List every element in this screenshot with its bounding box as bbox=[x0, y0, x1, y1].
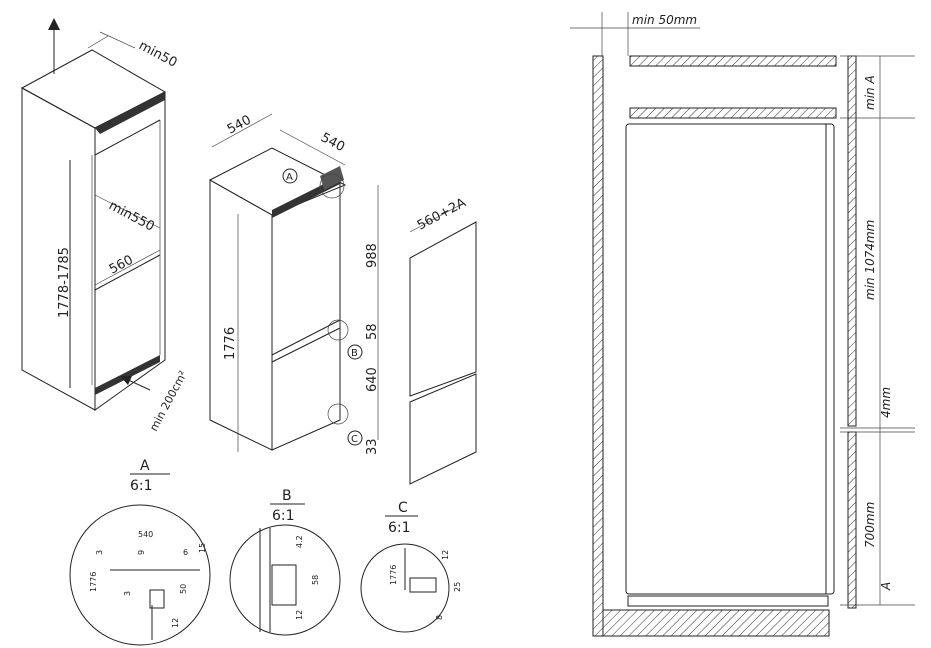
svg-text:4.2: 4.2 bbox=[295, 535, 304, 548]
section-700: 700mm bbox=[863, 502, 877, 548]
gap-label: 58 bbox=[365, 323, 380, 340]
svg-text:15: 15 bbox=[198, 543, 207, 553]
vent-label: min 200cm² bbox=[147, 369, 190, 434]
svg-text:12: 12 bbox=[441, 550, 450, 560]
svg-text:9: 9 bbox=[137, 550, 146, 555]
niche-height-label: 1778-1785 bbox=[57, 247, 72, 318]
min50-label: min50 bbox=[136, 38, 179, 71]
svg-text:12: 12 bbox=[295, 610, 304, 620]
base-label: 33 bbox=[365, 438, 380, 455]
svg-text:540: 540 bbox=[138, 530, 153, 539]
detail-a-scale: 6:1 bbox=[130, 478, 153, 494]
fridge-unit-drawing: 540 540 1776 988 58 640 33 A B C bbox=[208, 113, 380, 455]
svg-text:1776: 1776 bbox=[389, 565, 398, 585]
unit-depth-label: 540 bbox=[318, 130, 347, 155]
svg-text:B: B bbox=[282, 488, 292, 504]
section-view: min 50mm min A min 1074mm 4mm 700mm A bbox=[570, 12, 915, 637]
upper-height-label: 988 bbox=[365, 243, 380, 268]
niche-drawing: min50 1778-1785 min550 560 min 200cm² bbox=[20, 18, 190, 434]
svg-text:58: 58 bbox=[311, 575, 320, 585]
svg-text:C: C bbox=[398, 500, 408, 516]
section-min-50: min 50mm bbox=[632, 13, 697, 27]
detail-b: B 6:1 4.2 58 12 bbox=[229, 488, 341, 636]
detail-a: A 6:1 540 3 9 6 15 1776 3 50 12 bbox=[69, 458, 211, 646]
section-min-1074: min 1074mm bbox=[863, 220, 877, 300]
svg-text:12: 12 bbox=[171, 618, 180, 628]
section-min-a: min A bbox=[863, 75, 877, 110]
callout-a-letter: A bbox=[286, 172, 293, 183]
svg-text:6:1: 6:1 bbox=[272, 508, 295, 524]
svg-text:3: 3 bbox=[123, 591, 132, 596]
unit-height-label: 1776 bbox=[223, 327, 238, 360]
svg-text:3: 3 bbox=[95, 550, 104, 555]
unit-width-label: 540 bbox=[225, 113, 254, 138]
callout-c-letter: C bbox=[351, 434, 358, 445]
door-width-label: 560+2A bbox=[415, 195, 469, 233]
section-4mm: 4mm bbox=[879, 387, 893, 418]
section-a: A bbox=[879, 582, 893, 591]
lower-height-label: 640 bbox=[365, 367, 380, 392]
svg-text:8: 8 bbox=[435, 615, 444, 620]
door-panel-drawing: 560+2A bbox=[409, 195, 477, 485]
svg-text:25: 25 bbox=[453, 582, 462, 592]
detail-c: C 6:1 12 1776 25 8 bbox=[360, 500, 462, 633]
svg-text:1776: 1776 bbox=[89, 572, 98, 592]
detail-a-title: A bbox=[140, 458, 150, 474]
svg-text:50: 50 bbox=[179, 584, 188, 594]
svg-text:6: 6 bbox=[183, 548, 188, 557]
niche-width-label: 560 bbox=[107, 253, 136, 278]
callout-b-letter: B bbox=[351, 348, 358, 359]
niche-depth-label: min550 bbox=[106, 198, 157, 234]
svg-text:6:1: 6:1 bbox=[388, 520, 411, 536]
